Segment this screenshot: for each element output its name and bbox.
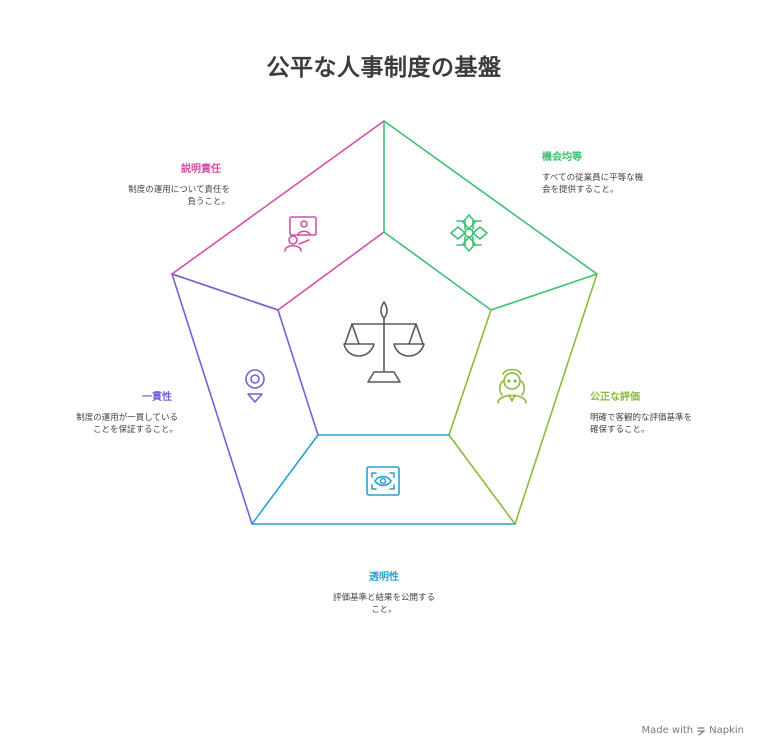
segment-fair-evaluation bbox=[448, 273, 598, 525]
footer-credit: Made with Napkin bbox=[641, 725, 744, 736]
footer-brand: Napkin bbox=[709, 725, 744, 736]
desc-fair-evaluation: 明確で客観的な評価基準を確保すること。 bbox=[590, 413, 693, 435]
segment-consistency bbox=[171, 273, 319, 525]
page-title: 公平な人事制度の基盤 bbox=[266, 55, 502, 81]
balance-scale-icon bbox=[343, 301, 425, 383]
label-fair-evaluation: 公正な評価 bbox=[590, 392, 640, 403]
napkin-logo-icon bbox=[697, 726, 706, 736]
label-transparency: 透明性 bbox=[369, 572, 399, 583]
desc-consistency: 制度の運用が一貫していることを保証すること。 bbox=[76, 413, 178, 435]
label-consistency: 一貫性 bbox=[142, 392, 172, 403]
location-pin-icon bbox=[245, 369, 265, 403]
desc-accountability: 制度の運用について責任を負うこと。 bbox=[128, 185, 230, 207]
segment-accountability bbox=[171, 120, 385, 311]
label-accountability: 説明責任 bbox=[181, 164, 221, 175]
judge-icon bbox=[497, 368, 527, 404]
network-flower-icon bbox=[450, 214, 488, 252]
eye-scan-icon bbox=[366, 466, 400, 496]
desc-equal-opportunity: すべての従業員に平等な機会を提供すること。 bbox=[542, 173, 644, 195]
label-equal-opportunity: 機会均等 bbox=[542, 152, 582, 163]
segment-transparency bbox=[251, 434, 516, 525]
footer-text: Made with bbox=[641, 725, 694, 736]
presenter-icon bbox=[284, 216, 317, 252]
desc-transparency: 評価基準と結果を公開すること。 bbox=[332, 593, 435, 615]
